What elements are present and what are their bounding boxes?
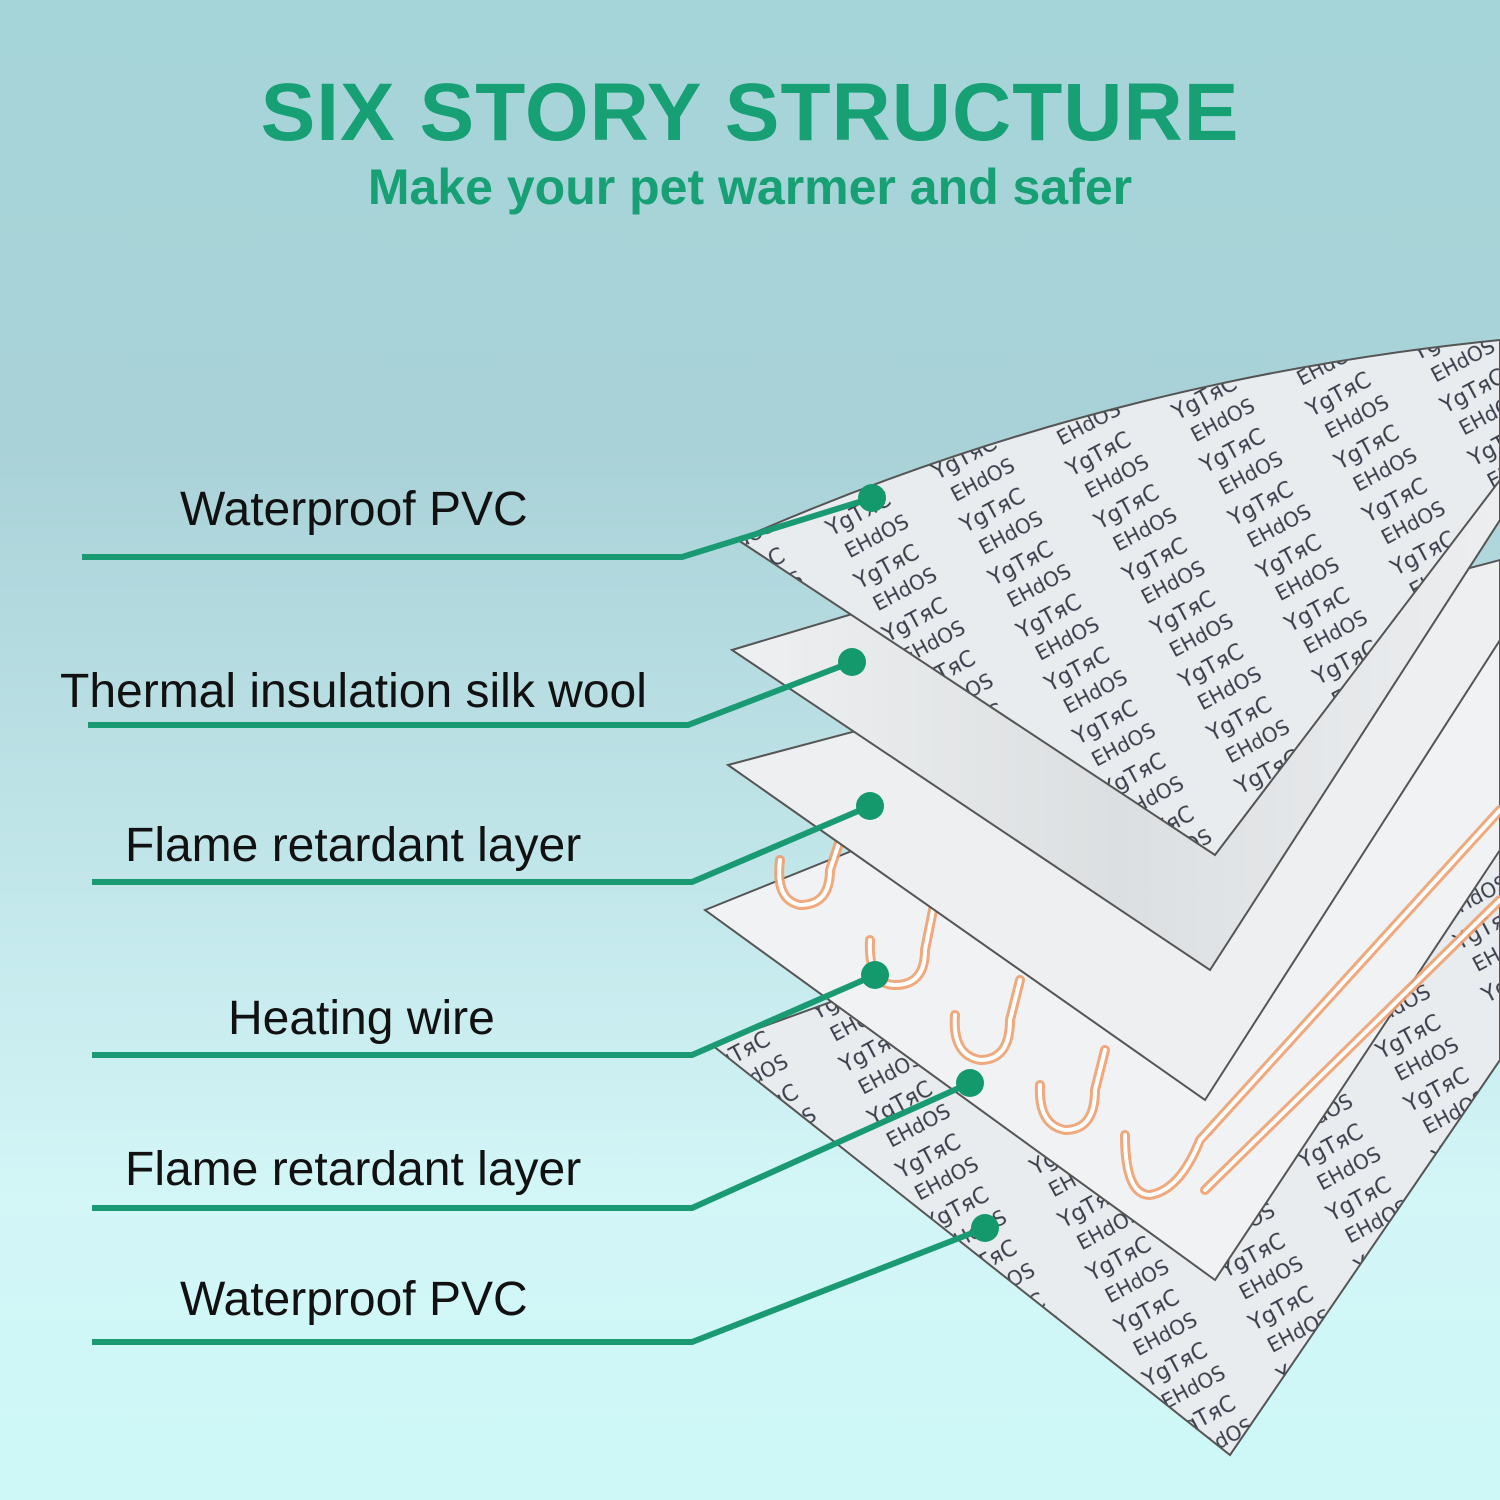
leader-line-4 xyxy=(92,972,877,1058)
leader-line-2 xyxy=(88,659,854,728)
layer-label-flame-retardant-upper: Flame retardant layer xyxy=(125,819,582,872)
layer-top-pvc xyxy=(735,338,1500,857)
layer-label-heating-wire: Heating wire xyxy=(228,992,495,1045)
leader-dot-4 xyxy=(861,961,889,989)
layer-label-thermal-insulation: Thermal insulation silk wool xyxy=(60,665,647,718)
leader-line-6 xyxy=(92,1225,987,1345)
leader-line-5 xyxy=(92,1080,972,1211)
leader-dot-1 xyxy=(858,484,886,512)
page-title: SIX STORY STRUCTURE xyxy=(260,67,1240,158)
layer-label-waterproof-pvc-top: Waterproof PVC xyxy=(180,483,528,536)
leader-line-1 xyxy=(82,495,873,560)
layer-label-waterproof-pvc-bottom: Waterproof PVC xyxy=(180,1273,528,1326)
leader-dot-5 xyxy=(956,1069,984,1097)
leader-dot-2 xyxy=(838,648,866,676)
leader-lines xyxy=(82,495,987,1345)
leader-dot-3 xyxy=(856,792,884,820)
leader-dot-6 xyxy=(971,1214,999,1242)
layer-label-flame-retardant-lower: Flame retardant layer xyxy=(125,1143,582,1196)
leader-dots xyxy=(838,484,999,1242)
page-subtitle: Make your pet warmer and safer xyxy=(367,159,1133,215)
leader-line-3 xyxy=(92,803,872,885)
